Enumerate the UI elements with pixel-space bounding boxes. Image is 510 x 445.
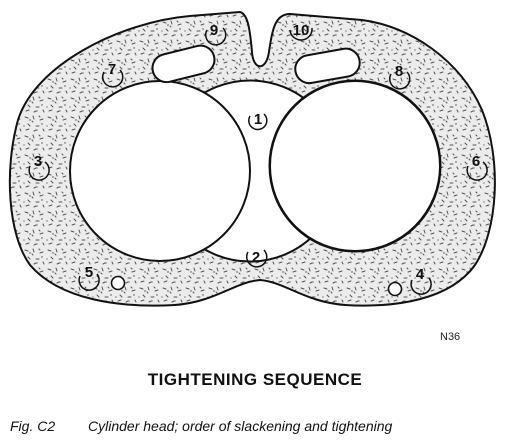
bolt-number-3: 3 <box>28 153 50 181</box>
bolt-number-9: 9 <box>204 22 227 46</box>
svg-text:2: 2 <box>252 249 260 266</box>
bolt-number-2: 2 <box>245 249 268 268</box>
cylinder-bore-left <box>69 80 251 262</box>
oblong-slot-right <box>294 47 361 85</box>
bolt-number-7: 7 <box>101 61 124 88</box>
gasket-diagram: 1 2 3 4 5 6 7 8 9 10 <box>8 11 496 307</box>
cylinder-bore-right <box>269 80 441 252</box>
svg-text:4: 4 <box>416 266 425 283</box>
oblong-slot-left <box>151 44 216 84</box>
dowel-hole-right <box>387 281 403 297</box>
svg-text:5: 5 <box>85 264 93 281</box>
svg-text:6: 6 <box>472 153 480 170</box>
caption-text: Cylinder head; order of slackening and t… <box>88 418 393 434</box>
bolt-number-5: 5 <box>78 264 100 291</box>
svg-text:1: 1 <box>254 111 262 128</box>
bolt-number-1: 1 <box>248 111 268 131</box>
figure-caption: Fig. C2 Cylinder head; order of slackenin… <box>10 418 392 434</box>
svg-text:10: 10 <box>293 22 310 39</box>
diagram-title: TIGHTENING SEQUENCE <box>147 370 363 389</box>
svg-text:8: 8 <box>395 63 403 80</box>
svg-text:9: 9 <box>210 22 218 39</box>
bolt-number-6: 6 <box>466 153 488 181</box>
drawing-code: N36 <box>440 331 461 343</box>
bolt-number-4: 4 <box>410 266 432 295</box>
figure-number: Fig. C2 <box>10 418 56 434</box>
bolt-number-8: 8 <box>388 63 411 90</box>
svg-text:7: 7 <box>108 61 116 78</box>
bolt-number-10: 10 <box>289 22 313 41</box>
svg-text:3: 3 <box>34 153 42 170</box>
dowel-hole-left <box>110 275 126 291</box>
